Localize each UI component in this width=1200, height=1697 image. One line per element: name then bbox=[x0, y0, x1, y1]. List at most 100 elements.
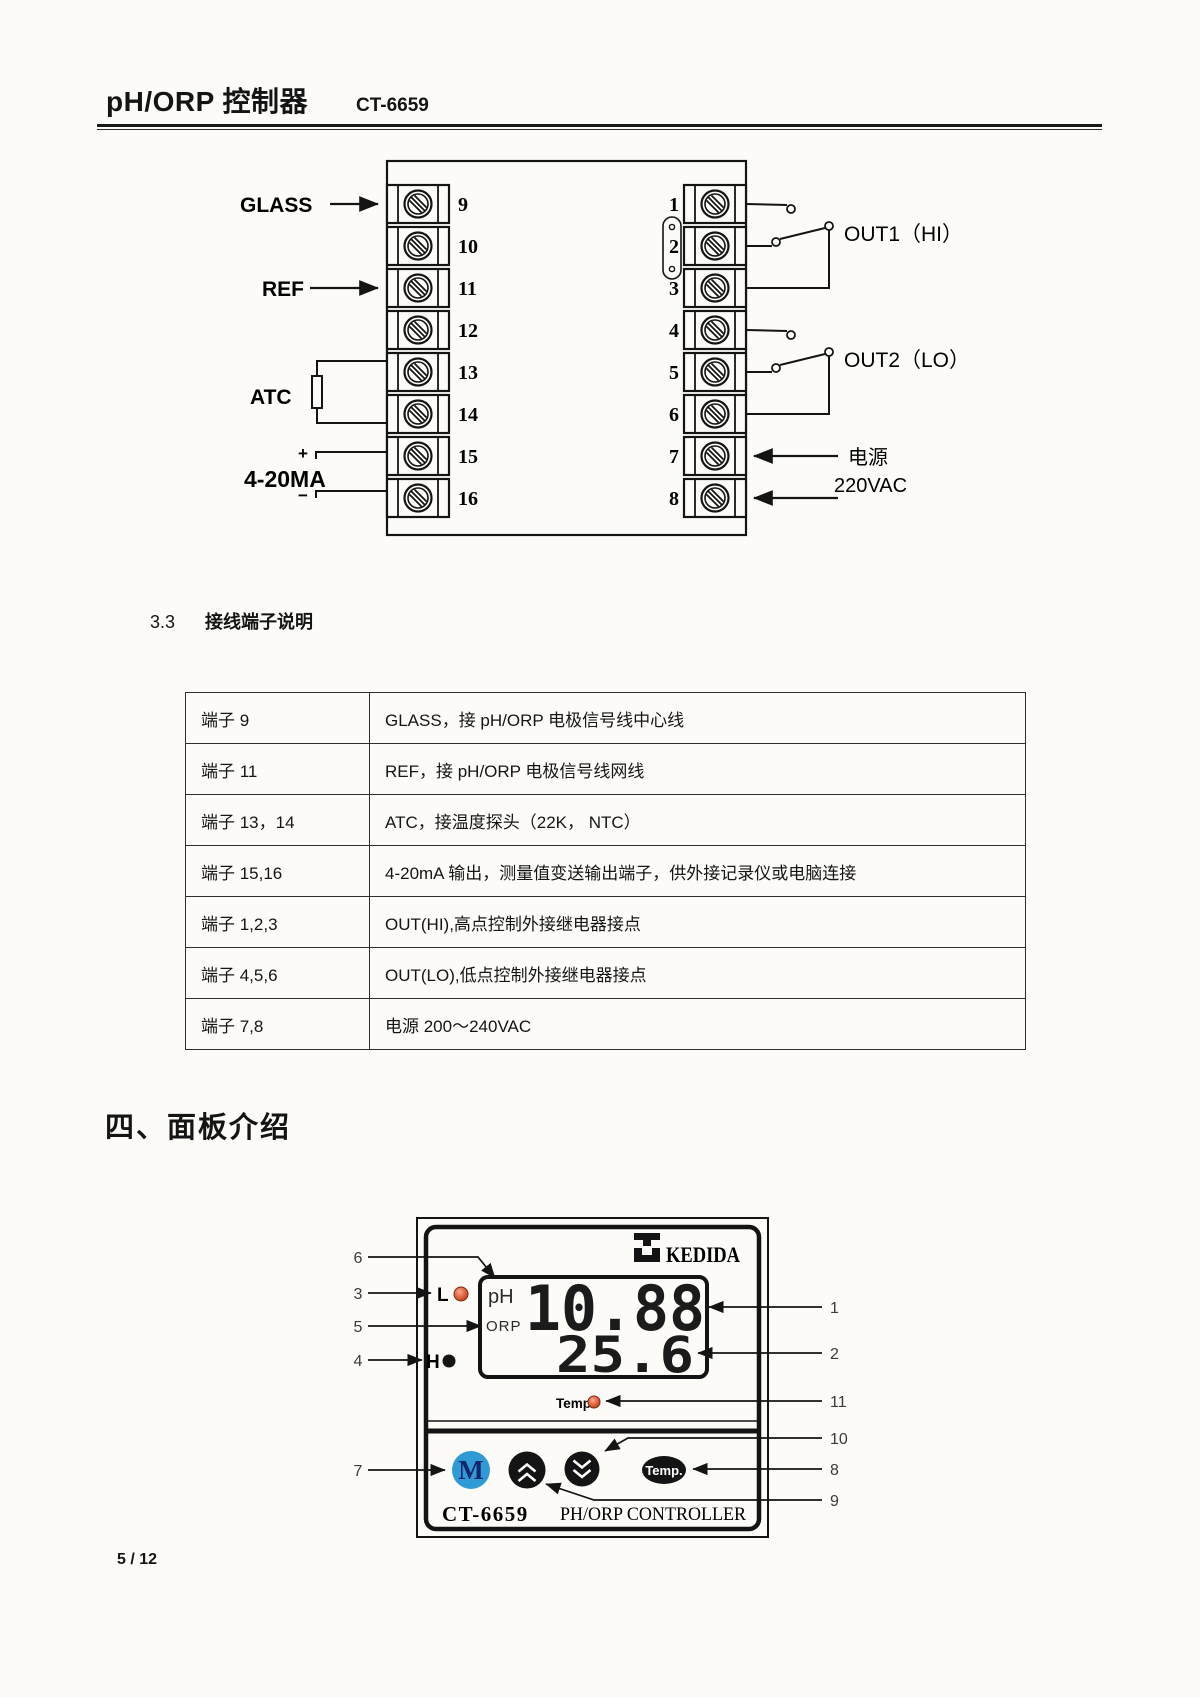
low-indicator-label: L bbox=[437, 1285, 449, 1306]
atc-label: ATC bbox=[250, 386, 292, 409]
table-row: 端子 11 REF，接 pH/ORP 电极信号线网线 bbox=[185, 743, 1026, 795]
orp-mode-label: ORP bbox=[486, 1318, 522, 1335]
brand-logo-mark-top bbox=[634, 1233, 660, 1246]
description-cell: ATC，接温度探头（22K， NTC） bbox=[369, 794, 1026, 846]
double-chevron-up-icon bbox=[517, 1462, 537, 1483]
jumper-bracket bbox=[662, 216, 682, 280]
high-indicator-label: H bbox=[426, 1352, 440, 1373]
screw-terminal-icon bbox=[385, 435, 451, 477]
terminal-number: 4 bbox=[669, 320, 679, 342]
temp-button: Temp. bbox=[642, 1456, 686, 1484]
table-row: 端子 7,8 电源 200～240VAC bbox=[185, 998, 1026, 1050]
brand-name: KEDIDA bbox=[666, 1242, 740, 1267]
down-button bbox=[564, 1451, 600, 1487]
callout-label: 2 bbox=[830, 1346, 839, 1363]
callout-label: 5 bbox=[354, 1319, 363, 1336]
terminal-number: 13 bbox=[458, 362, 478, 384]
table-row: 端子 15,16 4-20mA 输出，测量值变送输出端子，供外接记录仪或电脑连接 bbox=[185, 845, 1026, 897]
terminal-cell: 端子 11 bbox=[185, 743, 370, 795]
panel-outer-frame bbox=[416, 1217, 769, 1538]
double-chevron-down-icon bbox=[572, 1459, 592, 1479]
page-title: pH/ORP 控制器 bbox=[106, 86, 309, 117]
description-cell: OUT(HI),高点控制外接继电器接点 bbox=[369, 896, 1026, 948]
out2-label: OUT2（LO） bbox=[844, 349, 970, 372]
section-4-heading: 四、面板介绍 bbox=[105, 1112, 292, 1144]
out2-relay-wiring bbox=[745, 329, 834, 415]
description-cell: GLASS，接 pH/ORP 电极信号线中心线 bbox=[369, 692, 1026, 744]
callout-label: 7 bbox=[354, 1463, 363, 1480]
glass-label: GLASS bbox=[240, 194, 312, 217]
header-rule-thick bbox=[97, 124, 1102, 127]
atc-sensor-wiring bbox=[311, 360, 386, 424]
callout-numbers: 6 3 5 4 7 1 2 11 10 8 9 bbox=[354, 1250, 848, 1510]
screw-terminal-icon bbox=[682, 477, 748, 519]
panel-inner-frame bbox=[423, 1224, 762, 1532]
terminal-number: 3 bbox=[669, 278, 679, 300]
screw-terminal-icon bbox=[682, 183, 748, 225]
ph-mode-label: pH bbox=[488, 1286, 514, 1308]
table-row: 端子 4,5,6 OUT(LO),低点控制外接继电器接点 bbox=[185, 947, 1026, 999]
screw-terminal-icon bbox=[682, 393, 748, 435]
terminal-number: 7 bbox=[669, 446, 679, 468]
terminal-cell: 端子 1,2,3 bbox=[185, 896, 370, 948]
screw-terminal-icon bbox=[682, 225, 748, 267]
high-led-icon bbox=[442, 1354, 456, 1368]
section-33-heading: 3.3 接线端子说明 bbox=[150, 608, 313, 634]
description-cell: 4-20mA 输出，测量值变送输出端子，供外接记录仪或电脑连接 bbox=[369, 845, 1026, 897]
header-rule-thin bbox=[97, 129, 1102, 131]
brand-logo: KEDIDA bbox=[634, 1233, 740, 1267]
table-row: 端子 9 GLASS，接 pH/ORP 电极信号线中心线 bbox=[185, 692, 1026, 744]
terminal-cell: 端子 9 bbox=[185, 692, 370, 744]
temp-led-icon bbox=[587, 1395, 601, 1409]
power-label: 电源 bbox=[848, 446, 888, 469]
callout-label: 9 bbox=[830, 1493, 839, 1510]
screw-terminal-icon bbox=[385, 267, 451, 309]
description-cell: 电源 200～240VAC bbox=[369, 998, 1026, 1050]
terminal-number: 10 bbox=[458, 236, 478, 258]
terminal-cell: 端子 4,5,6 bbox=[185, 947, 370, 999]
screw-terminal-icon bbox=[385, 309, 451, 351]
screw-terminal-icon bbox=[682, 267, 748, 309]
terminal-cell: 端子 15,16 bbox=[185, 845, 370, 897]
callout-label: 1 bbox=[830, 1300, 839, 1317]
voltage-label: 220VAC bbox=[834, 475, 907, 497]
section-title: 接线端子说明 bbox=[205, 612, 314, 632]
terminal-number: 11 bbox=[458, 278, 477, 300]
low-led-icon bbox=[453, 1286, 469, 1302]
terminal-number: 16 bbox=[458, 488, 478, 510]
main-reading-display: 10.88 bbox=[525, 1272, 705, 1345]
terminal-description-table: 端子 9 GLASS，接 pH/ORP 电极信号线中心线 端子 11 REF，接… bbox=[185, 692, 1026, 1050]
table-row: 端子 1,2,3 OUT(HI),高点控制外接继电器接点 bbox=[185, 896, 1026, 948]
ma-output-wires bbox=[315, 451, 386, 498]
up-button bbox=[508, 1451, 546, 1489]
front-panel-diagram: KEDIDA pH ORP 10.88 25.6 L H Temp. M bbox=[354, 1217, 848, 1538]
screw-terminal-icon bbox=[385, 225, 451, 267]
mode-button-label: M bbox=[458, 1455, 483, 1485]
terminal-cell: 端子 7,8 bbox=[185, 998, 370, 1050]
temp-indicator-label: Temp. bbox=[556, 1396, 595, 1411]
terminal-number: 8 bbox=[669, 488, 679, 510]
plus-sign: + bbox=[298, 444, 308, 463]
screw-terminal-icon bbox=[385, 351, 451, 393]
callout-label: 6 bbox=[354, 1250, 363, 1267]
section-number: 3.3 bbox=[150, 612, 176, 632]
page-number: 5 / 12 bbox=[117, 1551, 158, 1568]
terminal-number: 14 bbox=[458, 404, 478, 426]
out1-label: OUT1（HI） bbox=[844, 223, 963, 246]
brand-logo-mark-bottom bbox=[634, 1248, 660, 1262]
ref-label: REF bbox=[262, 278, 304, 301]
screw-terminal-icon bbox=[682, 309, 748, 351]
screw-terminal-icon bbox=[385, 393, 451, 435]
description-cell: REF，接 pH/ORP 电极信号线网线 bbox=[369, 743, 1026, 795]
callout-label: 11 bbox=[830, 1394, 847, 1411]
screw-terminal-icon bbox=[682, 435, 748, 477]
left-terminal-column: 9 10 11 12 13 14 15 16 bbox=[385, 183, 478, 519]
panel-model-label: CT-6659 bbox=[442, 1502, 529, 1526]
minus-sign: − bbox=[298, 486, 308, 505]
callout-label: 3 bbox=[354, 1286, 363, 1303]
ma-output-label: 4-20MA bbox=[244, 466, 326, 492]
screw-terminal-icon bbox=[682, 351, 748, 393]
terminal-number: 9 bbox=[458, 194, 468, 216]
screw-terminal-icon bbox=[385, 183, 451, 225]
